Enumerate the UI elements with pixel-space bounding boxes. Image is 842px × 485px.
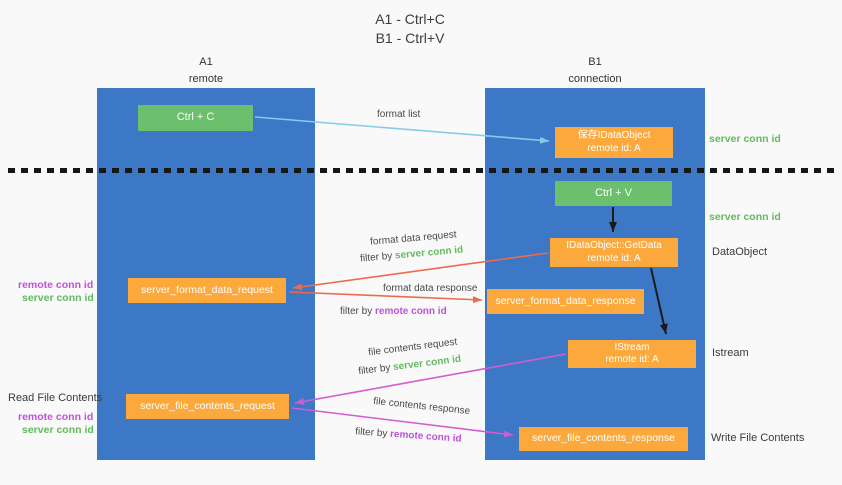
title-line-2: B1 - Ctrl+V — [375, 29, 445, 46]
remote-conn-id-text-4: remote conn id — [389, 428, 462, 445]
left-remote-conn-id-2: remote conn id — [18, 411, 94, 423]
filter-by-text-1: filter by — [359, 250, 396, 265]
server-file-contents-response-box: server_file_contents_response — [519, 427, 688, 451]
server-file-contents-response-label: server_file_contents_response — [531, 432, 675, 445]
filter-by-text-2: filter by — [340, 306, 376, 317]
ctrl-c-box: Ctrl + C — [138, 105, 253, 131]
filter-by-text-4: filter by — [354, 426, 391, 440]
file-contents-response-label: file contents response — [372, 395, 471, 418]
lane-header-right: B1 connection — [545, 54, 645, 87]
getdata-line2: remote id: A — [587, 252, 641, 264]
server-conn-id-mid-label: server conn id — [709, 211, 781, 223]
dotted-separator — [8, 168, 835, 173]
istream-box: IStream remote id: A — [568, 340, 696, 368]
title-line-1: A1 - Ctrl+C — [375, 11, 445, 27]
lane-right-name: B1 — [588, 56, 602, 68]
filter-by-text-3: filter by — [357, 362, 394, 378]
dataobject-label: DataObject — [712, 246, 768, 258]
remote-conn-id-text-2: remote conn id — [375, 306, 447, 317]
server-conn-id-text-1: server conn id — [394, 244, 464, 262]
left-remote-conn-id-1: remote conn id — [18, 279, 94, 291]
left-server-conn-id-1: server conn id — [22, 292, 94, 304]
left-server-conn-id-2: server conn id — [22, 424, 94, 436]
server-conn-id-top-label: server conn id — [709, 133, 781, 145]
server-file-contents-request-box: server_file_contents_request — [126, 394, 289, 419]
ctrl-c-label: Ctrl + C — [176, 111, 215, 124]
getdata-box: IDataObject::GetData remote id: A — [550, 238, 678, 267]
filter-by-remote-conn-id-4: filter by remote conn id — [355, 426, 462, 444]
filter-by-remote-conn-id-2: filter by remote conn id — [340, 306, 447, 317]
server-file-contents-request-label: server_file_contents_request — [140, 399, 275, 412]
getdata-line1: IDataObject::GetData — [566, 240, 662, 251]
ctrl-v-label: Ctrl + V — [595, 186, 632, 199]
istream-line1: IStream — [614, 341, 650, 353]
format-data-response-label: format data response — [383, 283, 478, 294]
format-data-request-label: format data request — [369, 229, 458, 248]
save-dataobject-line2: remote id: A — [587, 142, 641, 154]
server-format-data-response-box: server_format_data_response — [487, 289, 644, 314]
server-conn-id-text-3: server conn id — [392, 353, 462, 373]
lane-left-name: A1 — [199, 56, 213, 68]
server-format-data-request-box: server_format_data_request — [128, 278, 286, 303]
format-list-label: format list — [377, 109, 421, 120]
lane-left-sub: remote — [188, 72, 224, 85]
server-format-data-response-label: server_format_data_response — [495, 294, 636, 307]
istream-side-label: Istream — [712, 347, 749, 359]
filter-by-server-conn-id-1: filter by server conn id — [360, 245, 464, 265]
istream-line2: remote id: A — [605, 354, 659, 365]
server-format-data-request-label: server_format_data_request — [141, 283, 273, 296]
lane-header-left: A1 remote — [156, 54, 256, 87]
ctrl-v-box: Ctrl + V — [555, 181, 672, 206]
read-file-contents-label: Read File Contents — [8, 392, 103, 404]
save-dataobject-line1: 保存IDataObject — [577, 130, 651, 141]
diagram-title: A1 - Ctrl+C B1 - Ctrl+V — [300, 10, 520, 48]
lane-right-sub: connection — [568, 72, 622, 85]
save-dataobject-box: 保存IDataObject remote id: A — [555, 127, 673, 158]
write-file-contents-label: Write File Contents — [711, 432, 805, 444]
